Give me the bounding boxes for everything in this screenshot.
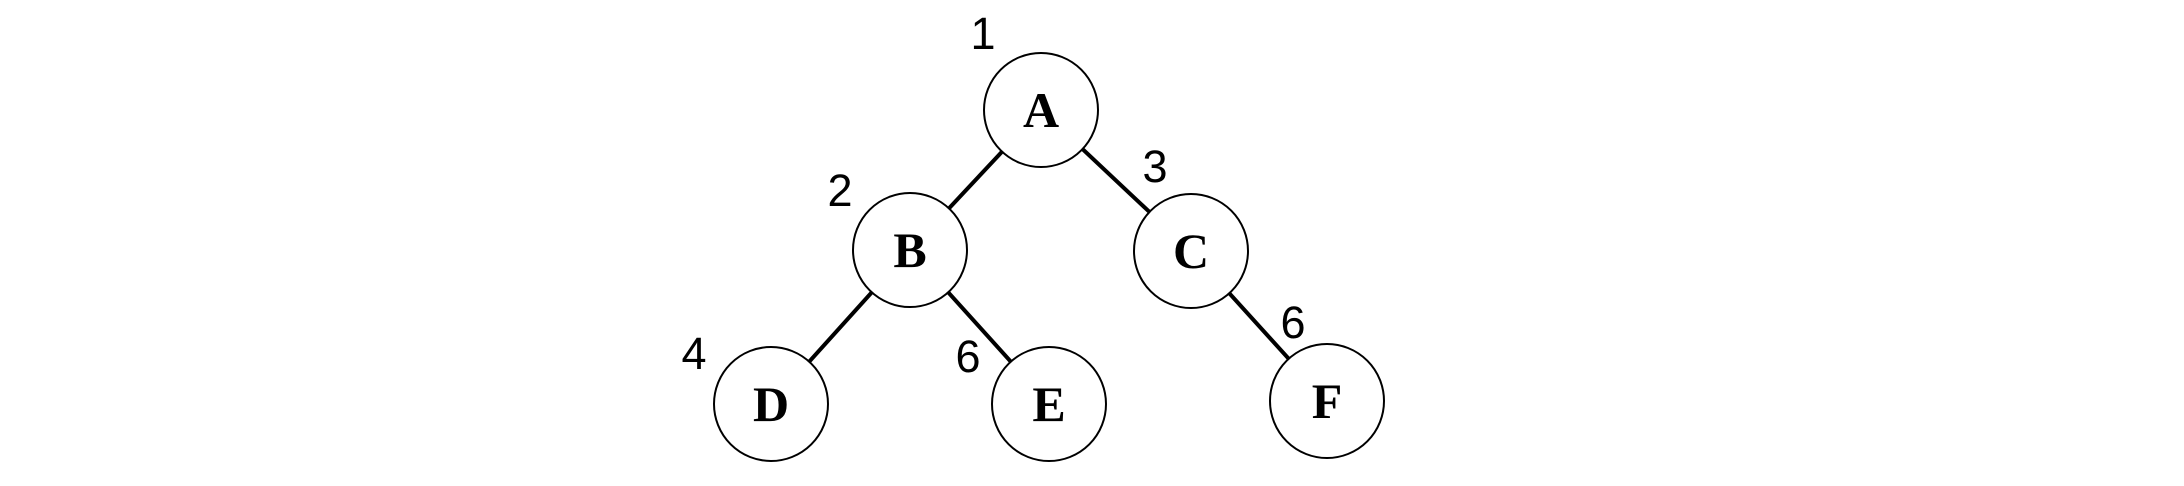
node-B-label: B — [893, 222, 926, 278]
node-D-circle — [713, 346, 829, 462]
node-E-label: E — [1032, 376, 1065, 432]
node-A-label: A — [1023, 82, 1059, 138]
node-E-annotation: 6 — [955, 331, 980, 382]
node-E-circle — [991, 346, 1107, 462]
node-F-label: F — [1312, 373, 1343, 429]
node-A-circle — [983, 52, 1099, 168]
node-F-circle — [1269, 343, 1385, 459]
node-C-circle — [1133, 193, 1249, 309]
node-B-circle — [852, 192, 968, 308]
node-F-annotation: 6 — [1280, 297, 1305, 348]
node-D-label: D — [753, 376, 789, 432]
node-D-annotation: 4 — [681, 328, 706, 379]
node-C-annotation: 3 — [1142, 141, 1167, 192]
node-C-label: C — [1173, 223, 1209, 279]
node-B-annotation: 2 — [827, 165, 852, 216]
node-A-annotation: 1 — [970, 8, 995, 59]
